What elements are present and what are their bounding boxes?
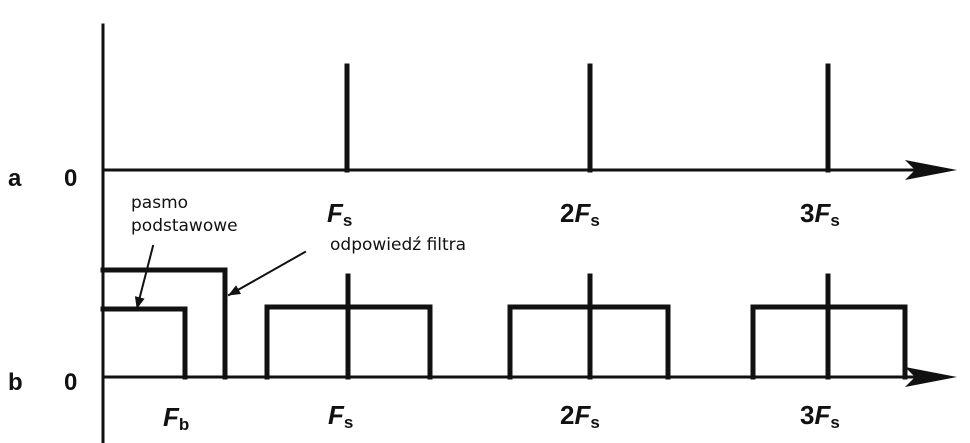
panel-b: pasmo podstawowe odpowiedź filtra b 0 Fb… <box>8 193 957 434</box>
annotation-baseband-line1: pasmo <box>131 193 188 213</box>
baseband-spectrum <box>100 306 188 380</box>
origin-label-b: 0 <box>64 369 77 396</box>
row-label-a: a <box>8 165 22 192</box>
origin-label-a: 0 <box>64 165 77 192</box>
filter-response <box>100 267 228 380</box>
filter-pointer-arrow <box>227 250 307 297</box>
tick-label-3fs-a: 3Fs <box>800 198 840 230</box>
tick-label-fs-b: Fs <box>328 400 353 432</box>
row-label-b: b <box>8 369 23 396</box>
annotation-filter: odpowiedź filtra <box>330 235 466 255</box>
annotation-baseband-line2: podstawowe <box>131 216 238 236</box>
axis-arrow-icon <box>905 160 957 180</box>
axis-arrow-icon <box>905 367 957 387</box>
tick-label-fs-a: Fs <box>327 198 352 230</box>
tick-label-3fs-b: 3Fs <box>800 400 840 432</box>
tick-label-2fs-b: 2Fs <box>560 400 600 432</box>
baseband-pointer-arrow <box>134 244 155 310</box>
tick-label-fb: Fb <box>163 402 189 434</box>
tick-label-2fs-a: 2Fs <box>560 198 600 230</box>
panel-a: a 0 Fs 2Fs 3Fs <box>8 63 957 230</box>
